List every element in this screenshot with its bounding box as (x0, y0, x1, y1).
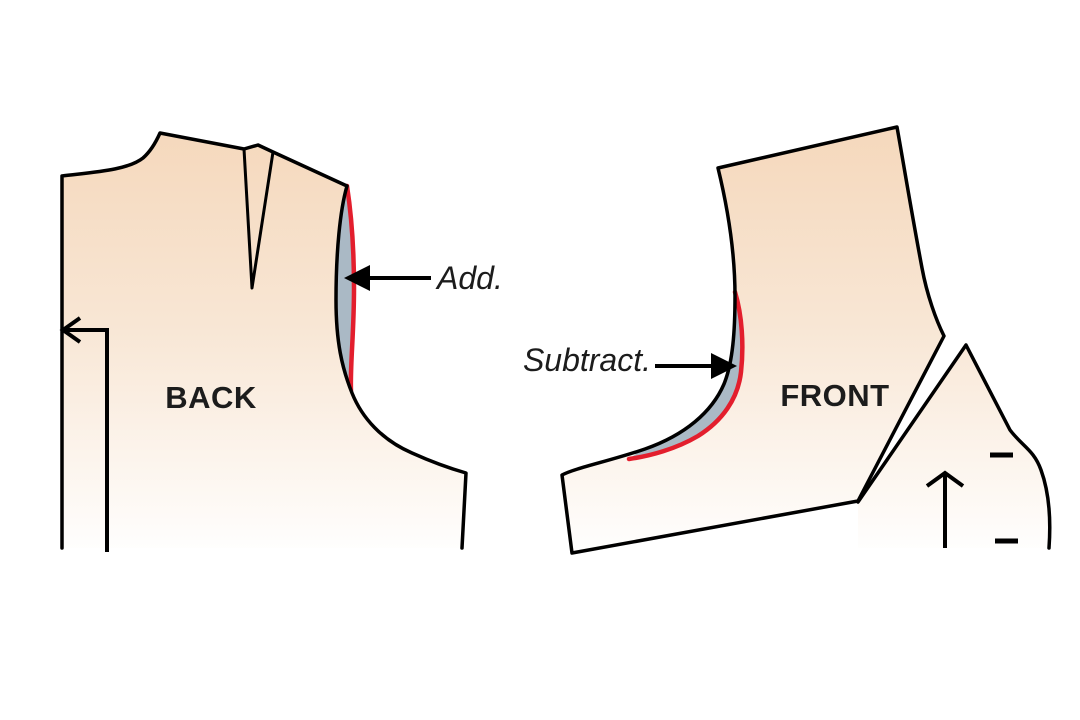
front-piece: FRONT (560, 125, 946, 555)
back-shoulder-dart (242, 147, 275, 290)
grainline-up-arrow-icon (925, 470, 965, 548)
subtract-annotation: Subtract. (523, 342, 737, 379)
back-added-area (336, 186, 354, 391)
front-side-wedge-piece (856, 343, 1052, 550)
add-annotation: Add. (344, 260, 503, 296)
subtract-label: Subtract. (523, 342, 651, 378)
front-piece-label: FRONT (780, 378, 889, 413)
front-subtracted-area (629, 292, 743, 459)
back-piece-fill (62, 133, 466, 548)
wedge-piece-outline (856, 343, 1052, 550)
back-new-seamline (344, 183, 357, 394)
front-new-seamline (626, 289, 745, 462)
center-back-fold-arrow-icon (59, 316, 109, 552)
back-piece: BACK (59, 131, 468, 552)
add-arrow-icon (344, 265, 370, 291)
subtract-arrow-icon (711, 353, 737, 379)
add-label: Add. (435, 260, 503, 296)
back-piece-outline (60, 131, 468, 550)
back-piece-label: BACK (165, 380, 257, 415)
front-piece-outline (560, 125, 946, 555)
wedge-piece-fill (858, 345, 1050, 548)
